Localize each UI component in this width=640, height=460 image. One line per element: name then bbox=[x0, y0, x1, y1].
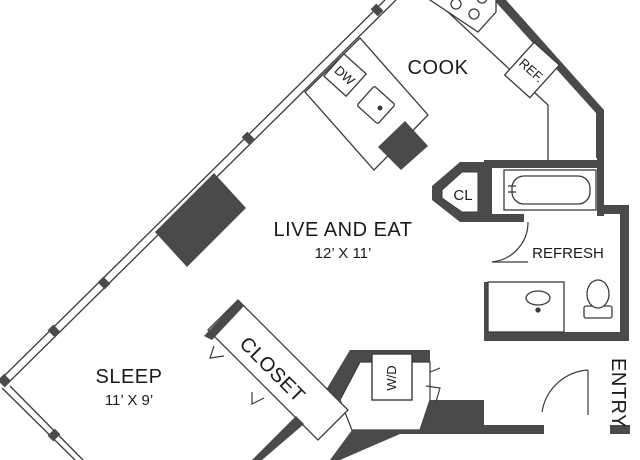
walk-in-closet: CLOSET bbox=[204, 299, 349, 460]
bathroom-door-swing bbox=[491, 221, 529, 263]
bathtub bbox=[503, 169, 597, 211]
coat-closet-label: CL bbox=[453, 187, 472, 204]
refrigerator: REF. bbox=[503, 41, 561, 99]
room-cook-name: COOK bbox=[408, 57, 469, 79]
bathroom-vanity bbox=[487, 281, 565, 333]
washer-dryer-doors bbox=[425, 367, 441, 403]
kitchen-faucet bbox=[377, 105, 383, 111]
window-wall-lower bbox=[1, 385, 84, 460]
island-end-panel bbox=[378, 121, 428, 170]
kitchen-sink bbox=[357, 86, 395, 124]
dishwasher bbox=[322, 52, 368, 98]
washer-dryer bbox=[371, 353, 413, 401]
room-refresh-name: REFRESH bbox=[532, 245, 604, 262]
room-live-name: LIVE AND EAT bbox=[273, 219, 412, 241]
structural-column bbox=[155, 173, 246, 267]
toilet bbox=[583, 279, 613, 319]
room-entry-name: ENTRY bbox=[607, 358, 629, 428]
washer-dryer-closet: W/D bbox=[320, 350, 484, 460]
window-mullions bbox=[0, 3, 384, 388]
room-live-size: 12’ X 11’ bbox=[315, 245, 372, 262]
washer-dryer-label: W/D bbox=[384, 365, 399, 390]
kitchen-island: DW bbox=[304, 37, 429, 171]
entry-door-swing bbox=[541, 369, 589, 413]
room-sleep-name: SLEEP bbox=[96, 366, 163, 388]
entry-walls bbox=[484, 425, 630, 434]
cooktop bbox=[428, 0, 497, 33]
closet-doors bbox=[209, 345, 265, 405]
room-sleep-size: 11’ X 9’ bbox=[105, 392, 153, 409]
window-mullion-lower bbox=[47, 428, 61, 442]
coat-closet: CL bbox=[432, 162, 484, 222]
